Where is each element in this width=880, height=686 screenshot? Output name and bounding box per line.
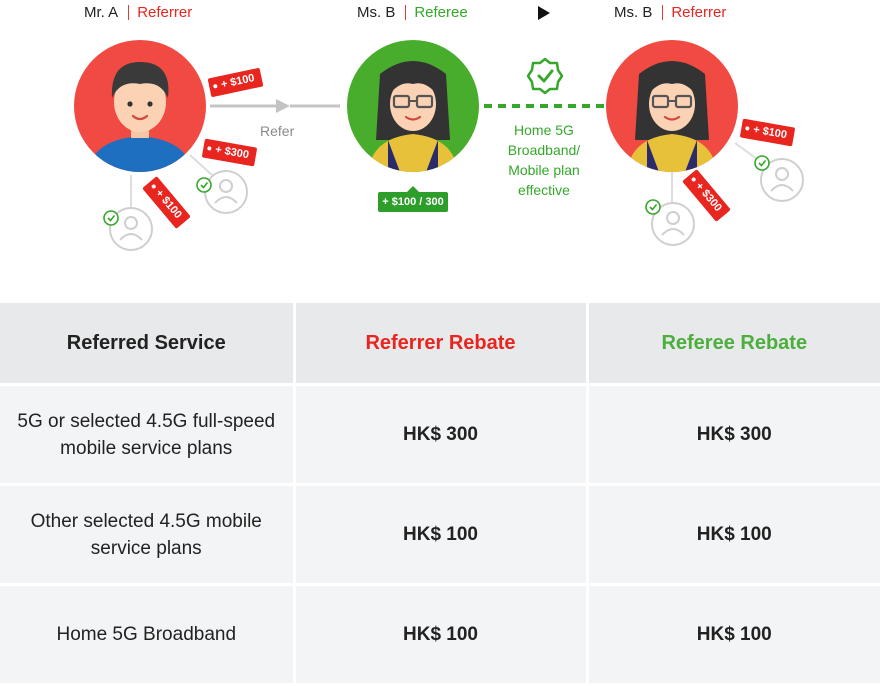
refer-arrow bbox=[210, 99, 340, 113]
person-name: Ms. B bbox=[614, 4, 653, 21]
ms-b-referee-header: Ms. B Referee bbox=[357, 4, 468, 21]
divider bbox=[128, 5, 130, 20]
service-cell: 5G or selected 4.5G full-speed mobile se… bbox=[0, 384, 296, 486]
table-row: Home 5G Broadband HK$ 100 HK$ 100 bbox=[0, 584, 880, 686]
check-icon bbox=[103, 210, 119, 226]
divider bbox=[662, 5, 664, 20]
referee-rebate-cell: HK$ 100 bbox=[587, 484, 880, 586]
person-name: Ms. B bbox=[357, 4, 396, 21]
person-role: Referee bbox=[414, 4, 468, 21]
mr-a-header: Mr. A Referrer bbox=[84, 4, 192, 21]
check-icon bbox=[645, 199, 661, 215]
referred-user-icon bbox=[760, 158, 804, 202]
referee-rebate-cell: HK$ 100 bbox=[587, 584, 880, 686]
check-icon bbox=[754, 155, 770, 171]
header-referrer-rebate: Referrer Rebate bbox=[294, 303, 589, 386]
referrer-rebate-cell: HK$ 100 bbox=[294, 484, 589, 586]
referred-user-icon bbox=[109, 207, 153, 251]
person-role: Referrer bbox=[671, 4, 727, 21]
table-row: 5G or selected 4.5G full-speed mobile se… bbox=[0, 384, 880, 486]
referred-user-icon bbox=[651, 202, 695, 246]
check-icon bbox=[196, 177, 212, 193]
header-referred-service: Referred Service bbox=[0, 303, 296, 386]
referred-user-icon bbox=[204, 170, 248, 214]
person-name: Mr. A bbox=[84, 4, 119, 21]
service-cell: Home 5G Broadband bbox=[0, 584, 296, 686]
person-role: Referrer bbox=[137, 4, 193, 21]
verified-badge-icon bbox=[526, 57, 564, 95]
rebate-table: Referred Service Referrer Rebate Referee… bbox=[0, 303, 880, 686]
refer-label: Refer bbox=[260, 123, 295, 139]
service-cell: Other selected 4.5G mobile service plans bbox=[0, 484, 296, 586]
referee-rebate-cell: HK$ 300 bbox=[587, 384, 880, 486]
referral-diagram: Mr. A Referrer Ms. B Referee Ms. B Refer… bbox=[0, 0, 880, 300]
diagram-graphics bbox=[74, 40, 804, 251]
referrer-rebate-cell: HK$ 100 bbox=[294, 584, 589, 686]
table-header-row: Referred Service Referrer Rebate Referee… bbox=[0, 303, 880, 386]
play-arrow-icon bbox=[538, 6, 550, 20]
ms-b-referrer-header: Ms. B Referrer bbox=[614, 4, 726, 21]
ms-b-referrer-avatar bbox=[606, 40, 738, 172]
referee-reward-badge: + $100 / 300 bbox=[378, 186, 448, 212]
divider bbox=[405, 5, 407, 20]
ms-b-referee-avatar bbox=[347, 40, 479, 172]
header-referee-rebate: Referee Rebate bbox=[587, 303, 880, 386]
table-row: Other selected 4.5G mobile service plans… bbox=[0, 484, 880, 586]
referrer-rebate-cell: HK$ 300 bbox=[294, 384, 589, 486]
effective-label: Home 5G Broadband/ Mobile plan effective bbox=[507, 122, 581, 198]
mr-a-avatar bbox=[74, 40, 206, 172]
